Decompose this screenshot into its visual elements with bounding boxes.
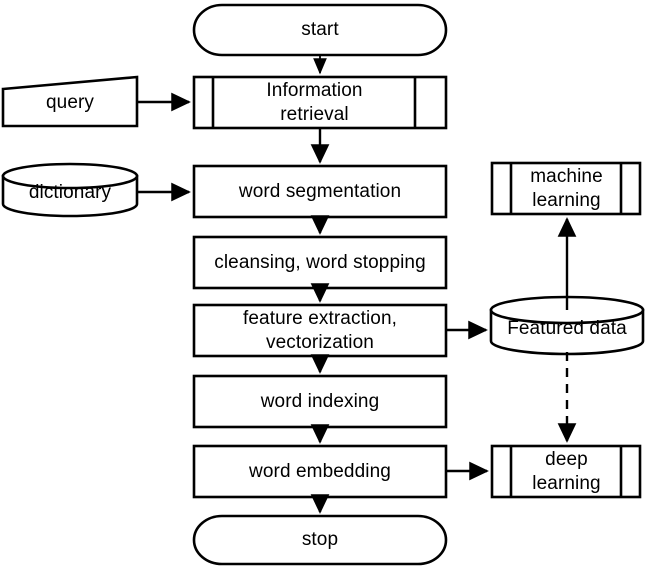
node-word-embedding[interactable] <box>192 444 448 499</box>
node-start[interactable] <box>192 3 448 57</box>
node-information-retrieval[interactable] <box>192 75 448 130</box>
node-word-indexing[interactable] <box>192 374 448 429</box>
node-cleansing[interactable] <box>192 235 448 290</box>
node-word-segmentation[interactable] <box>192 164 448 219</box>
node-query[interactable] <box>1 75 139 128</box>
node-stop[interactable] <box>192 514 448 566</box>
node-dictionary[interactable] <box>1 162 139 218</box>
node-feature-extraction[interactable] <box>192 303 448 358</box>
node-deep-learning[interactable] <box>490 444 642 499</box>
node-machine-learning[interactable] <box>490 161 642 216</box>
